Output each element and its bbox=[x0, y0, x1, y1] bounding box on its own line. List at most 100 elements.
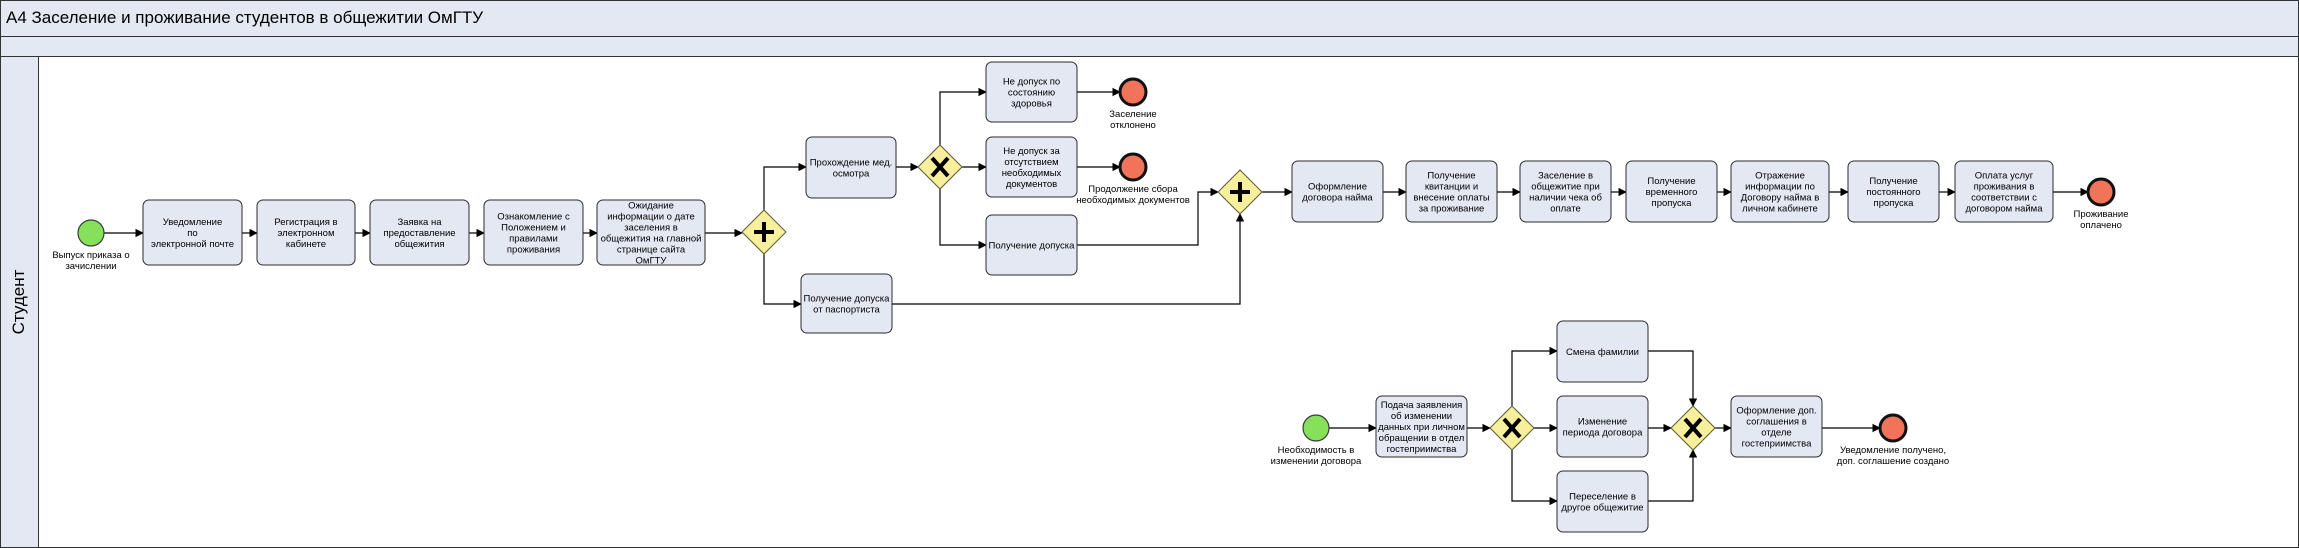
task-t9 bbox=[985, 136, 1078, 198]
event-label: оплачено bbox=[2080, 220, 2122, 231]
task-t20 bbox=[1556, 395, 1649, 458]
task-label: ОмГТУ bbox=[636, 256, 668, 267]
end-event-e1 bbox=[1118, 77, 1148, 107]
task-label: Подача заявления bbox=[1381, 400, 1463, 411]
task-label: Получение bbox=[1647, 176, 1695, 187]
task-t18 bbox=[1375, 395, 1468, 458]
sequence-flow bbox=[763, 254, 802, 309]
task-label: отделе bbox=[1761, 428, 1791, 439]
task-label: информации по bbox=[1745, 182, 1815, 193]
task-label: Получение допуска bbox=[989, 241, 1076, 252]
task-t12 bbox=[1405, 160, 1498, 223]
task-label: постоянного bbox=[1866, 187, 1920, 198]
task-label: договором найма bbox=[1966, 204, 2044, 215]
task-t3 bbox=[369, 199, 470, 266]
task-t11 bbox=[1291, 160, 1384, 223]
start-event-s1 bbox=[77, 219, 105, 247]
task-t14 bbox=[1625, 160, 1718, 223]
task-label: Положением и bbox=[501, 223, 566, 234]
task-label: личном кабинете bbox=[1742, 204, 1818, 215]
x-icon bbox=[930, 156, 950, 178]
task-label: Отражение bbox=[1755, 171, 1805, 182]
event-label: отклонено bbox=[1110, 120, 1156, 131]
x-icon bbox=[1683, 417, 1703, 439]
sequence-flow bbox=[1077, 187, 1219, 246]
task-t4 bbox=[483, 199, 584, 266]
task-label: Регистрация в bbox=[274, 217, 337, 228]
task-label: состоянию bbox=[1008, 88, 1055, 99]
task-label: Переселение в bbox=[1569, 492, 1636, 503]
event-label: зачислении bbox=[65, 261, 116, 272]
sequence-flow bbox=[1648, 350, 1698, 407]
event-label: Проживание bbox=[2073, 209, 2128, 220]
task-label: временного bbox=[1646, 187, 1698, 198]
task-label: соглашения в bbox=[1746, 417, 1807, 428]
task-label: Заселение в bbox=[1538, 171, 1593, 182]
lane-label: Студент bbox=[9, 269, 28, 334]
task-label: внесение оплаты bbox=[1413, 193, 1489, 204]
sequence-flow bbox=[892, 213, 1245, 305]
task-label: гостеприимства bbox=[1742, 439, 1812, 450]
task-label: информации о дате bbox=[607, 212, 695, 223]
task-label: Получение bbox=[1427, 171, 1475, 182]
sequence-flow bbox=[763, 162, 807, 210]
task-label: предоставление bbox=[383, 228, 455, 239]
end-event-e2 bbox=[1118, 152, 1148, 182]
task-label: странице сайта bbox=[617, 245, 686, 256]
end-event-e3 bbox=[2086, 177, 2116, 207]
task-label: периода договора bbox=[1563, 428, 1643, 439]
event-label: Заселение bbox=[1109, 109, 1156, 120]
task-t6 bbox=[805, 136, 897, 199]
task-label: Не допуск за bbox=[1003, 146, 1060, 157]
title-bar bbox=[0, 0, 2299, 37]
task-label: отсутствием bbox=[1004, 157, 1058, 168]
event-label: необходимых документов bbox=[1076, 195, 1190, 206]
task-label: Получение допуска bbox=[804, 294, 891, 305]
sequence-flow bbox=[1511, 346, 1558, 406]
task-t8 bbox=[985, 61, 1078, 123]
lane-header bbox=[0, 56, 39, 548]
task-label: электронном bbox=[278, 228, 335, 239]
event-label: Выпуск приказа о bbox=[52, 250, 129, 261]
task-label: документов bbox=[1006, 179, 1057, 190]
task-label: Ознакомление с bbox=[497, 212, 570, 223]
task-label: пропуска bbox=[1874, 198, 1915, 209]
task-label: гостеприимства bbox=[1387, 444, 1457, 455]
task-label: правилами bbox=[509, 234, 558, 245]
task-label: Изменение bbox=[1578, 417, 1627, 428]
task-label: Оформление bbox=[1308, 182, 1367, 193]
task-t19 bbox=[1556, 320, 1649, 383]
task-label: обращении в отдел bbox=[1379, 433, 1465, 444]
task-label: Получение bbox=[1869, 176, 1917, 187]
task-label: договора найма bbox=[1302, 193, 1373, 204]
task-label: соответствии с bbox=[1971, 193, 2037, 204]
task-label: осмотра bbox=[833, 169, 870, 180]
page-title: А4 Заселение и проживание студентов в об… bbox=[6, 8, 483, 27]
event-label: Уведомление получено, bbox=[1840, 445, 1946, 456]
task-label: Договору найма в bbox=[1741, 193, 1820, 204]
task-label: данных при личном bbox=[1378, 422, 1465, 433]
end-event-e4 bbox=[1878, 413, 1908, 443]
task-label: Ожидание bbox=[628, 201, 674, 212]
task-label: проживания bbox=[507, 245, 560, 256]
task-t21 bbox=[1556, 470, 1649, 533]
sequence-flow bbox=[939, 189, 987, 250]
task-label: оплате bbox=[1550, 204, 1581, 215]
task-label: общежития на главной bbox=[601, 234, 702, 245]
task-label: пропуска bbox=[1652, 198, 1693, 209]
sequence-flow bbox=[1511, 450, 1558, 506]
task-label: Уведомление bbox=[163, 217, 223, 228]
task-label: здоровья bbox=[1011, 99, 1052, 110]
task-label: электронной почте bbox=[151, 239, 234, 250]
event-label: Необходимость в bbox=[1278, 445, 1355, 456]
task-label: другое общежитие bbox=[1561, 503, 1643, 514]
task-label: за проживание bbox=[1419, 204, 1485, 215]
task-t2 bbox=[256, 199, 356, 266]
task-label: общежитие при bbox=[1531, 182, 1600, 193]
plus-icon bbox=[754, 222, 774, 242]
task-label: Не допуск по bbox=[1003, 77, 1060, 88]
sequence-flow bbox=[1648, 449, 1698, 502]
task-t10 bbox=[985, 214, 1078, 276]
